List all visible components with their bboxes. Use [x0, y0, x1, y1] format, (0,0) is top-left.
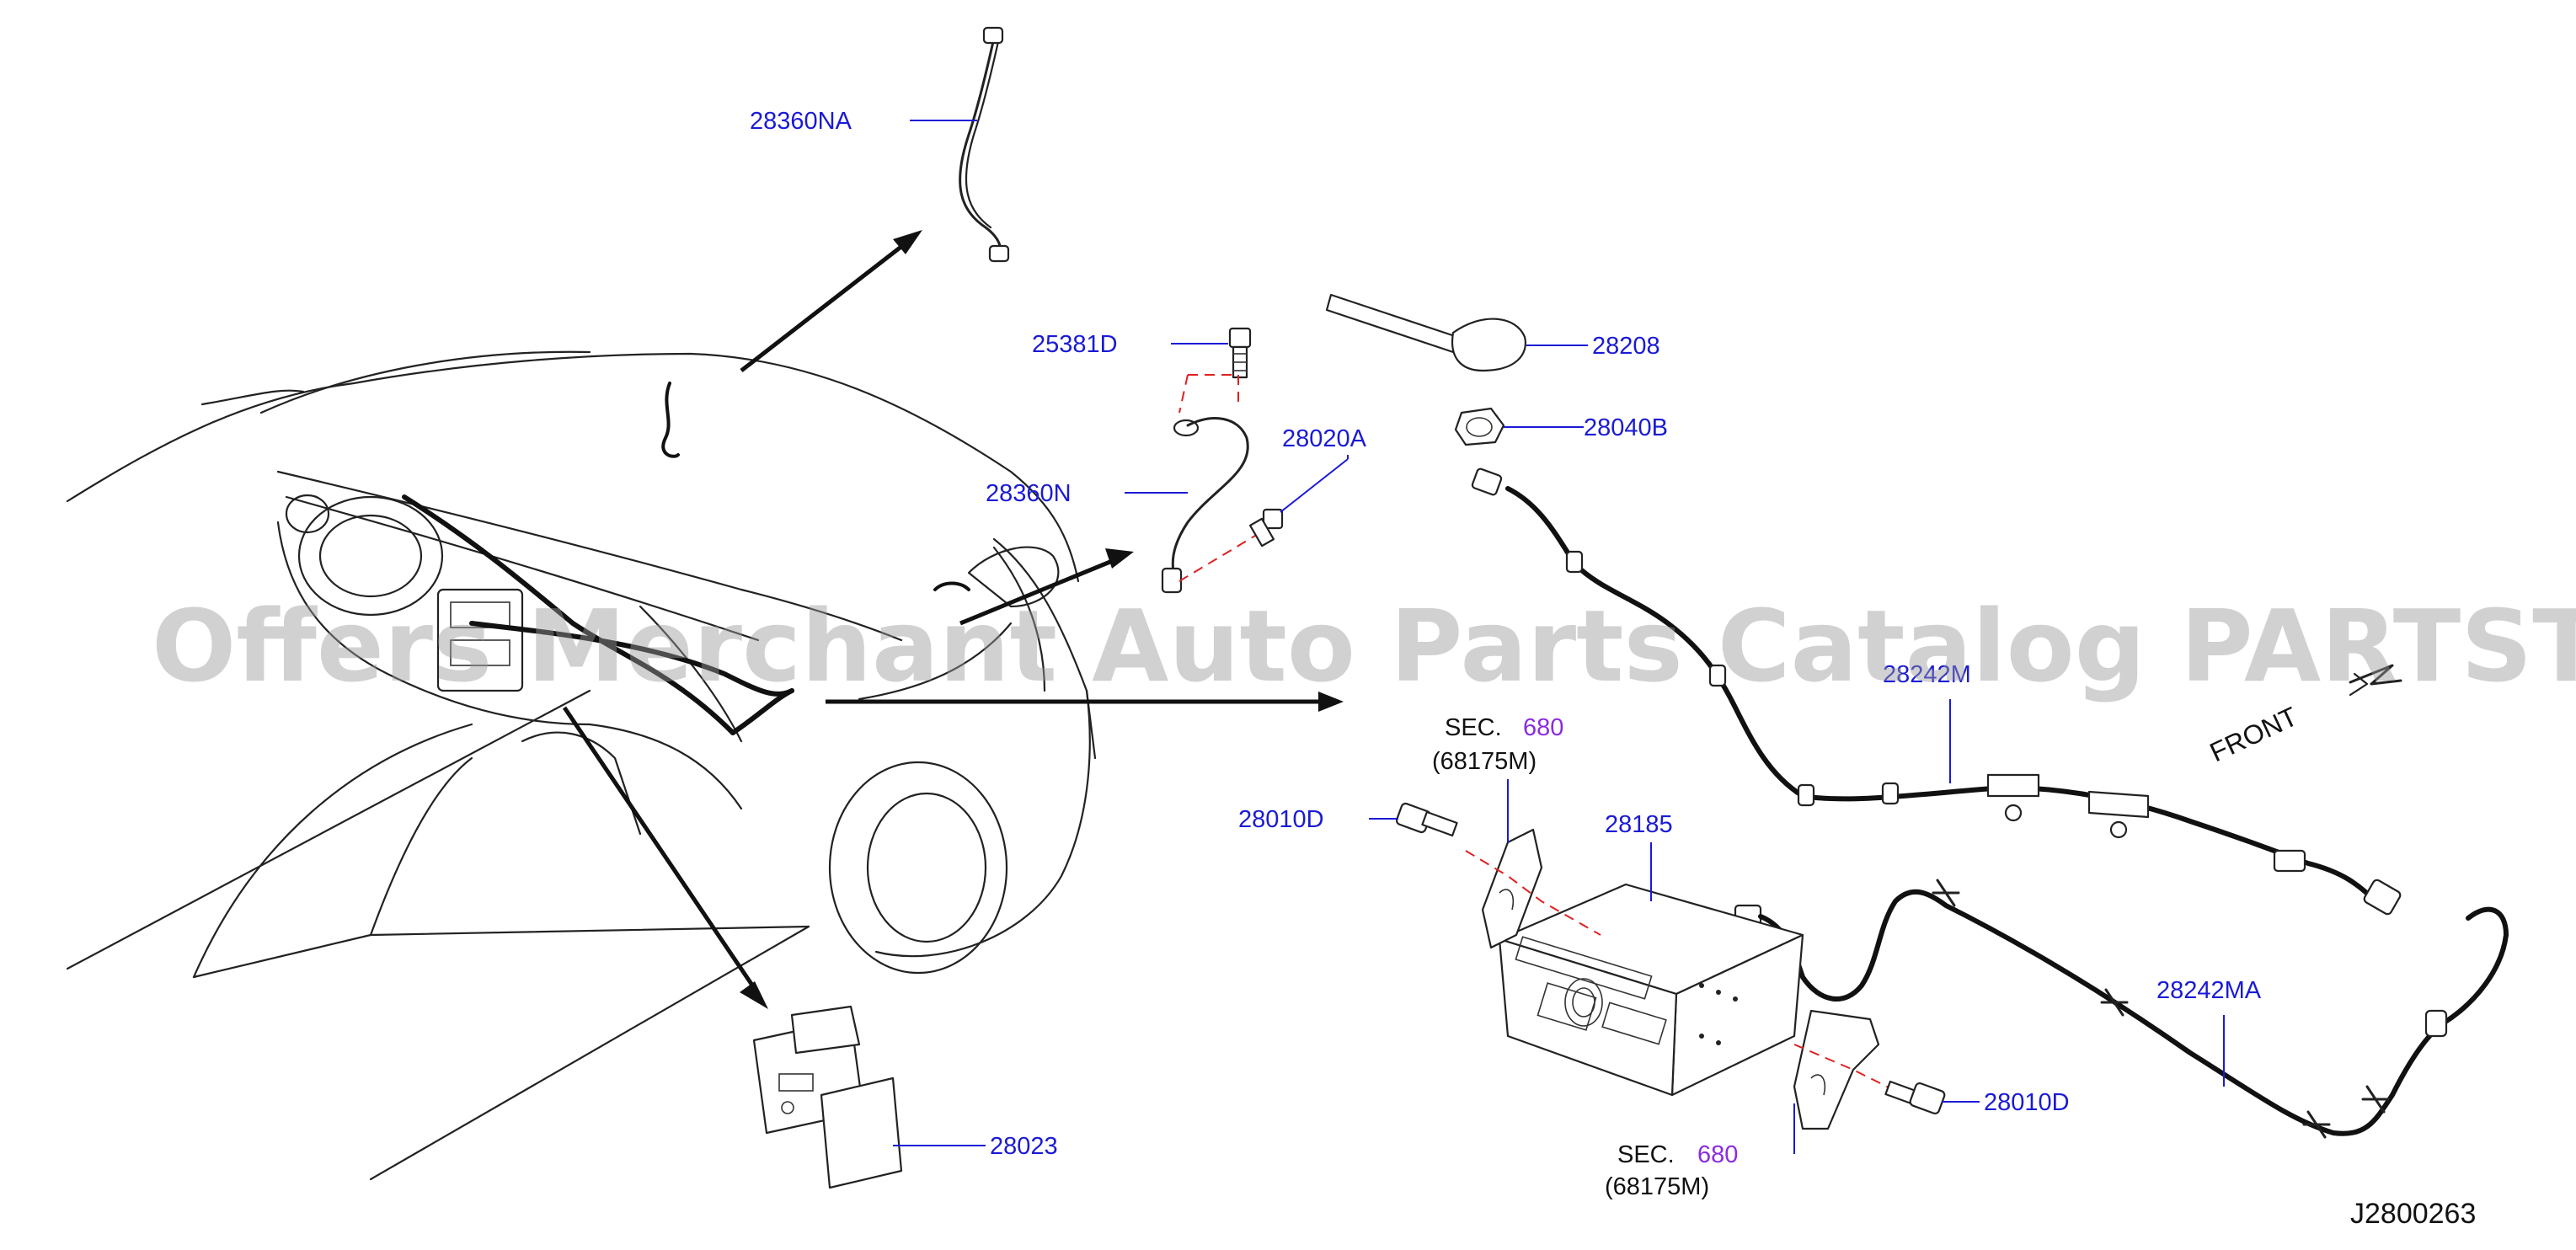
- part-28208-drawing: [1325, 293, 1526, 372]
- part-28010D-right-drawing: [1884, 1080, 1946, 1115]
- sec-ref-top-number: 680: [1523, 714, 1563, 741]
- label-28360NA: 28360NA: [750, 108, 852, 135]
- arrow-head-28360N: [1105, 548, 1134, 569]
- bracket-left-drawing: [1465, 828, 1601, 949]
- part-28360N-drawing: [1161, 374, 1284, 594]
- label-28020A: 28020A: [1282, 425, 1367, 452]
- part-28242M-drawing: [1471, 467, 2402, 916]
- label-25381D: 25381D: [1032, 331, 1118, 358]
- part-28023-drawing: [752, 1005, 903, 1189]
- bracket-right-drawing: [1793, 1009, 1905, 1130]
- part-28040B-drawing: [1454, 407, 1505, 446]
- label-28360N: 28360N: [986, 480, 1072, 507]
- arrow-to-28360NA: [740, 238, 911, 372]
- sec-ref-bottom-prefix: SEC.: [1617, 1141, 1675, 1168]
- sec-ref-top-sub: (68175M): [1432, 748, 1537, 775]
- part-28242MA-drawing: [1734, 879, 2509, 1139]
- part-28010D-left-drawing: [1395, 802, 1458, 837]
- arrow-head-radio: [1318, 692, 1344, 712]
- arrow-to-28360N: [959, 555, 1121, 626]
- section-ref-top: SEC. 680 (68175M): [1432, 714, 1563, 842]
- arrow-head-28023: [740, 981, 768, 1009]
- sec-ref-bottom-sub: (68175M): [1605, 1173, 1709, 1200]
- arrow-to-28023: [562, 706, 761, 996]
- part-25381D-drawing: [1228, 327, 1252, 379]
- section-ref-bottom: SEC. 680 (68175M): [1605, 1103, 1795, 1200]
- front-label: FRONT: [2205, 701, 2302, 767]
- diagram-id: J2800263: [2350, 1198, 2476, 1230]
- label-28010D-left: 28010D: [1238, 806, 1324, 833]
- label-28010D-right: 28010D: [1984, 1089, 2070, 1116]
- sec-ref-top-prefix: SEC.: [1445, 714, 1502, 741]
- arrow-head-28360NA: [893, 230, 922, 254]
- label-28040B: 28040B: [1584, 414, 1668, 441]
- callout-arrows: [562, 230, 1344, 1009]
- label-28242M: 28242M: [1883, 661, 1971, 688]
- label-28208: 28208: [1592, 333, 1660, 360]
- label-28023: 28023: [990, 1133, 1058, 1160]
- leader-28020A: [1280, 458, 1349, 513]
- watermark-text: Offers Merchant Auto Parts Catalog PARTS…: [152, 588, 2576, 704]
- part-28360NA-drawing: [959, 26, 1010, 263]
- front-arrow-icon: [2349, 664, 2402, 686]
- label-28185: 28185: [1605, 811, 1673, 838]
- part-28185-drawing: [1498, 883, 1804, 1097]
- label-28242MA: 28242MA: [2156, 977, 2262, 1004]
- vehicle-outline: [66, 350, 1097, 1181]
- sec-ref-bottom-number: 680: [1697, 1141, 1738, 1168]
